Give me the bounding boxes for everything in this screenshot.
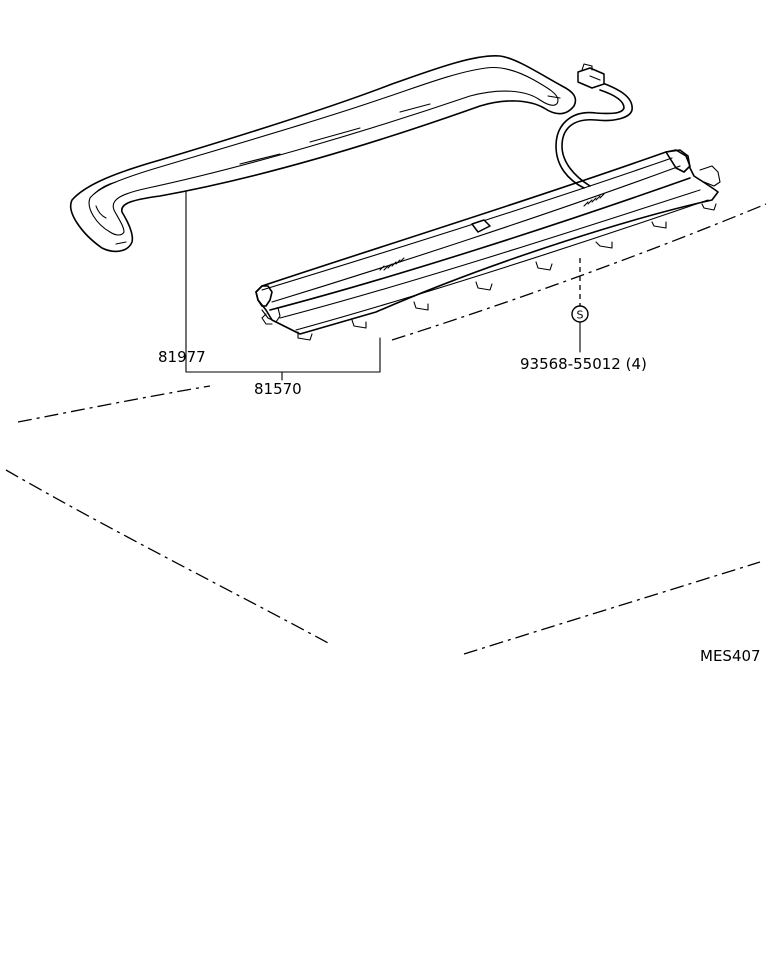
gasket-seal bbox=[69, 55, 577, 253]
part-label-stop-lamp: 81570 bbox=[254, 380, 302, 398]
part-label-gasket: 81977 bbox=[158, 348, 206, 366]
screw-symbol: S bbox=[571, 305, 589, 323]
part-label-screw: 93568-55012 (4) bbox=[520, 355, 647, 373]
wire-harness bbox=[555, 63, 633, 189]
screw-symbol-letter: S bbox=[577, 309, 584, 322]
figure-code: MES407 bbox=[700, 647, 761, 665]
stop-lamp-assembly bbox=[255, 149, 721, 341]
body-reference-lines bbox=[5, 203, 767, 655]
leader-lines bbox=[185, 191, 581, 381]
